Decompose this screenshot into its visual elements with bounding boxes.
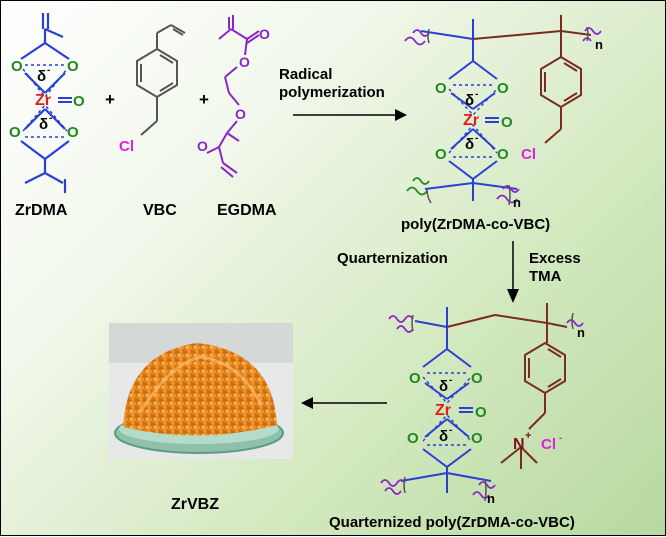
egdma-label: EGDMA bbox=[217, 202, 277, 219]
delta-symbol: δ bbox=[439, 378, 448, 395]
quaternized-polymer-label: Quarternized poly(ZrDMA-co-VBC) bbox=[329, 514, 575, 531]
polymer-label: poly(ZrDMA-co-VBC) bbox=[401, 216, 550, 233]
repeat-subscript: n bbox=[595, 37, 603, 52]
minus-sign: - bbox=[475, 133, 478, 144]
delta-symbol: δ bbox=[39, 116, 48, 133]
arrow-head bbox=[395, 109, 407, 121]
delta-symbol: δ bbox=[439, 428, 448, 445]
egdma-structure bbox=[206, 15, 260, 178]
quarternization-label: Quarternization bbox=[337, 250, 448, 267]
minus-sign: - bbox=[449, 375, 452, 386]
oxygen-atom: O bbox=[435, 80, 447, 97]
oxygen-atom: O bbox=[67, 58, 79, 75]
oxygen-atom: O bbox=[235, 106, 246, 122]
chlorine-atom: Cl bbox=[521, 146, 536, 163]
repeat-subscript: n bbox=[487, 491, 495, 506]
reaction-condition-line2: polymerization bbox=[279, 84, 385, 101]
vbc-structure bbox=[136, 24, 186, 136]
minus-sign: - bbox=[475, 89, 478, 100]
product-photo bbox=[109, 323, 293, 459]
plus-charge: + bbox=[525, 430, 531, 442]
reaction-condition-line1: Radical bbox=[279, 66, 332, 83]
oxygen-atom: O bbox=[9, 124, 21, 141]
zirconium-atom: Zr bbox=[463, 112, 479, 129]
oxo-oxygen-atom: O bbox=[475, 404, 487, 421]
oxygen-atom: O bbox=[409, 370, 421, 387]
minus-charge: - bbox=[559, 433, 562, 444]
oxygen-atom: O bbox=[11, 58, 23, 75]
product-label: ZrVBZ bbox=[171, 496, 219, 513]
delta-symbol: δ bbox=[37, 68, 46, 85]
quaternized-polymer-structure: n n O O O O δ - δ - Zr O N + Cl - bbox=[380, 303, 585, 506]
reagent-line2: TMA bbox=[529, 268, 562, 285]
oxygen-atom: O bbox=[497, 80, 509, 97]
vbc-label: VBC bbox=[143, 202, 177, 219]
polymer-structure: n n O O O O δ - δ - Zr O Cl bbox=[404, 15, 603, 210]
oxygen-atom: O bbox=[407, 430, 419, 447]
plus-sign: + bbox=[105, 90, 115, 109]
oxygen-atom: O bbox=[259, 26, 270, 42]
oxo-oxygen-atom: O bbox=[501, 114, 513, 131]
reagent-line1: Excess bbox=[529, 250, 581, 267]
zirconium-atom: Zr bbox=[435, 402, 451, 419]
repeat-subscript: n bbox=[577, 325, 585, 340]
repeat-subscript: n bbox=[513, 195, 521, 210]
delta-symbol: δ bbox=[465, 136, 474, 153]
arrow-head bbox=[301, 397, 313, 409]
zrdma-structure: O O O O δ - δ - Zr O bbox=[9, 13, 85, 193]
chlorine-atom: Cl bbox=[119, 138, 134, 155]
chloride-ion: Cl bbox=[541, 436, 556, 453]
nitrogen-atom: N bbox=[513, 436, 525, 453]
oxygen-atom: O bbox=[435, 146, 447, 163]
oxygen-atom: O bbox=[471, 370, 483, 387]
oxygen-atom: O bbox=[239, 54, 250, 70]
delta-symbol: δ bbox=[465, 92, 474, 109]
orange-granules bbox=[123, 343, 277, 436]
oxygen-atom: O bbox=[197, 138, 208, 154]
arrow-head bbox=[507, 289, 519, 303]
zrdma-label: ZrDMA bbox=[15, 202, 68, 219]
oxo-oxygen-atom: O bbox=[73, 93, 85, 110]
zirconium-atom: Zr bbox=[35, 92, 51, 109]
minus-sign: - bbox=[47, 65, 50, 76]
minus-sign: - bbox=[49, 113, 52, 124]
plus-sign: + bbox=[199, 90, 209, 109]
minus-sign: - bbox=[449, 425, 452, 436]
oxygen-atom: O bbox=[471, 430, 483, 447]
oxygen-atom: O bbox=[67, 124, 79, 141]
oxygen-atom: O bbox=[497, 146, 509, 163]
